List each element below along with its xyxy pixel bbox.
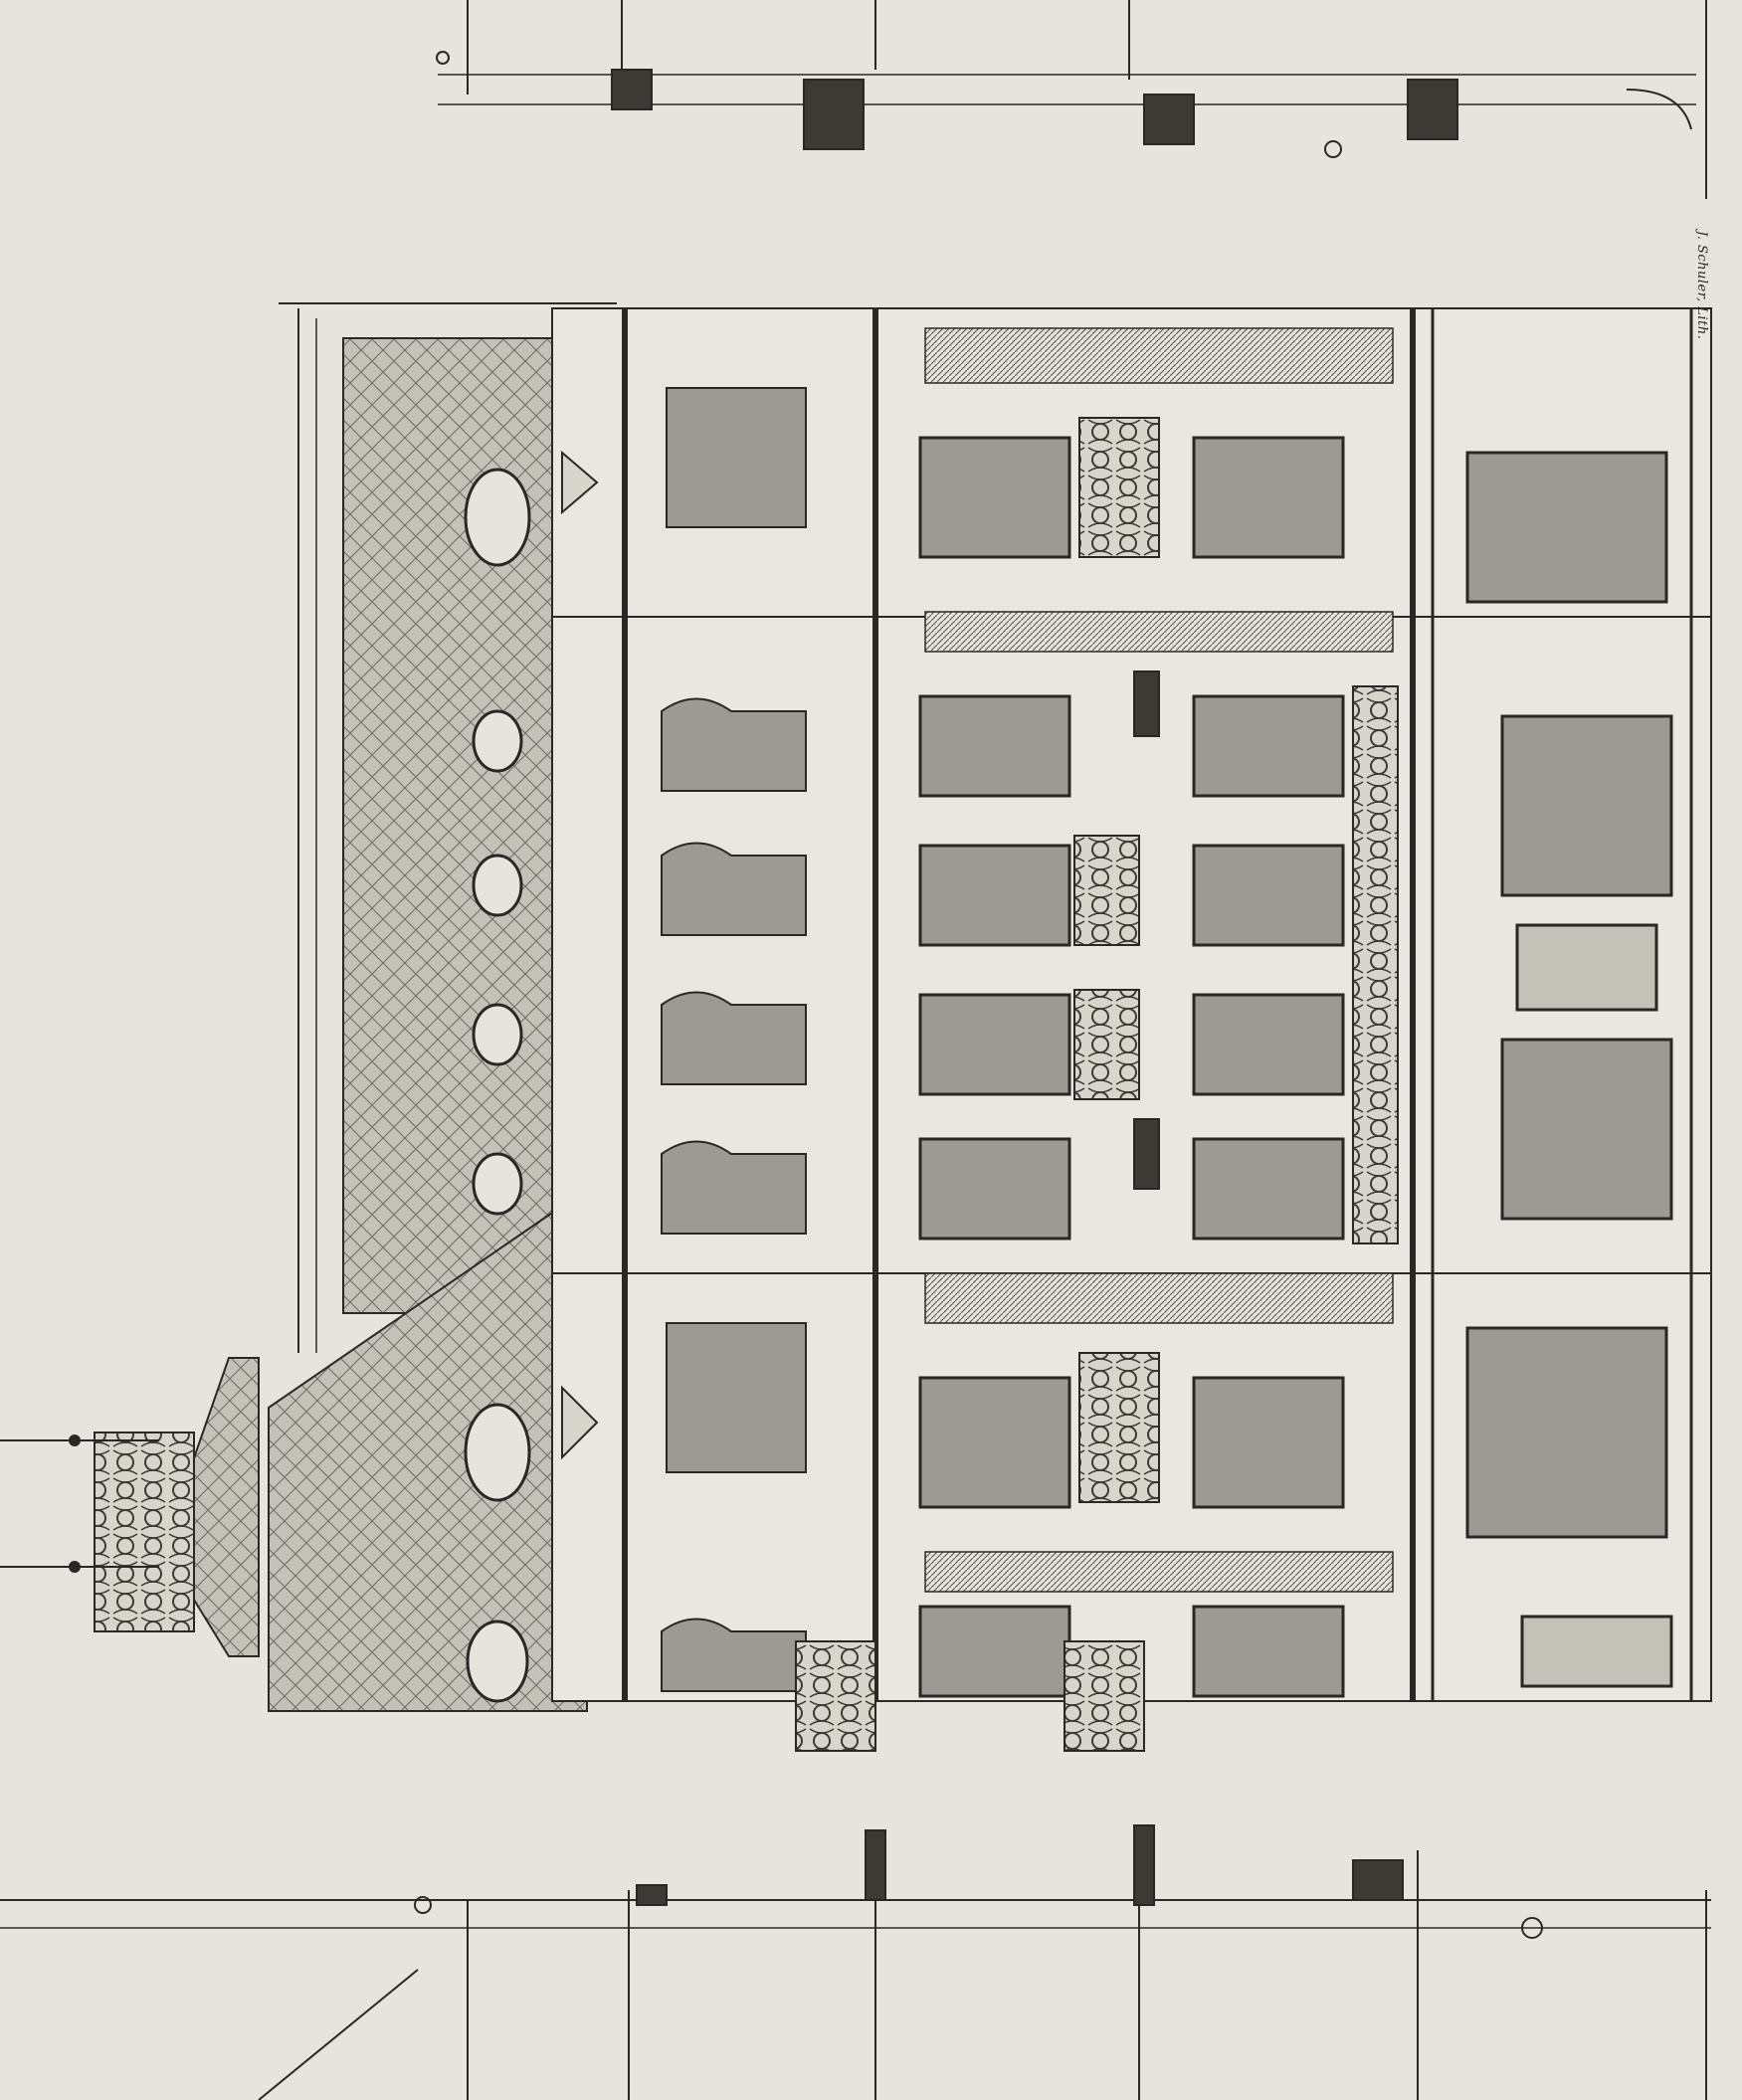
ornamental-panels	[795, 417, 1399, 1752]
finial-icon	[69, 1561, 81, 1573]
arched-window	[661, 1140, 807, 1235]
tower-spire	[0, 1357, 260, 1657]
oval-dormer	[472, 1152, 523, 1216]
oval-dormer	[464, 468, 531, 567]
attic-windows	[666, 387, 807, 1473]
arched-window	[661, 842, 807, 936]
oval-dormers	[464, 468, 531, 1703]
oval-dormer	[466, 1620, 529, 1703]
top-section-profile	[436, 0, 1707, 199]
bottom-section-profile	[0, 1824, 1711, 2100]
frieze-bands	[924, 327, 1394, 1593]
pediments	[561, 450, 1160, 1460]
arched-window	[661, 991, 807, 1085]
lithographer-signature: J. Schuler, Lith.	[1694, 231, 1709, 340]
oval-dormer	[472, 1003, 523, 1066]
loggia-arched-windows	[661, 697, 807, 1692]
oval-dormer	[472, 854, 523, 917]
oval-dormer	[472, 709, 523, 773]
ground-floor-shopfronts	[1465, 451, 1673, 1688]
oval-dormer	[464, 1403, 531, 1502]
arched-window	[661, 697, 807, 792]
main-floor-windows	[918, 436, 1345, 1698]
finial-icon	[69, 1434, 81, 1446]
